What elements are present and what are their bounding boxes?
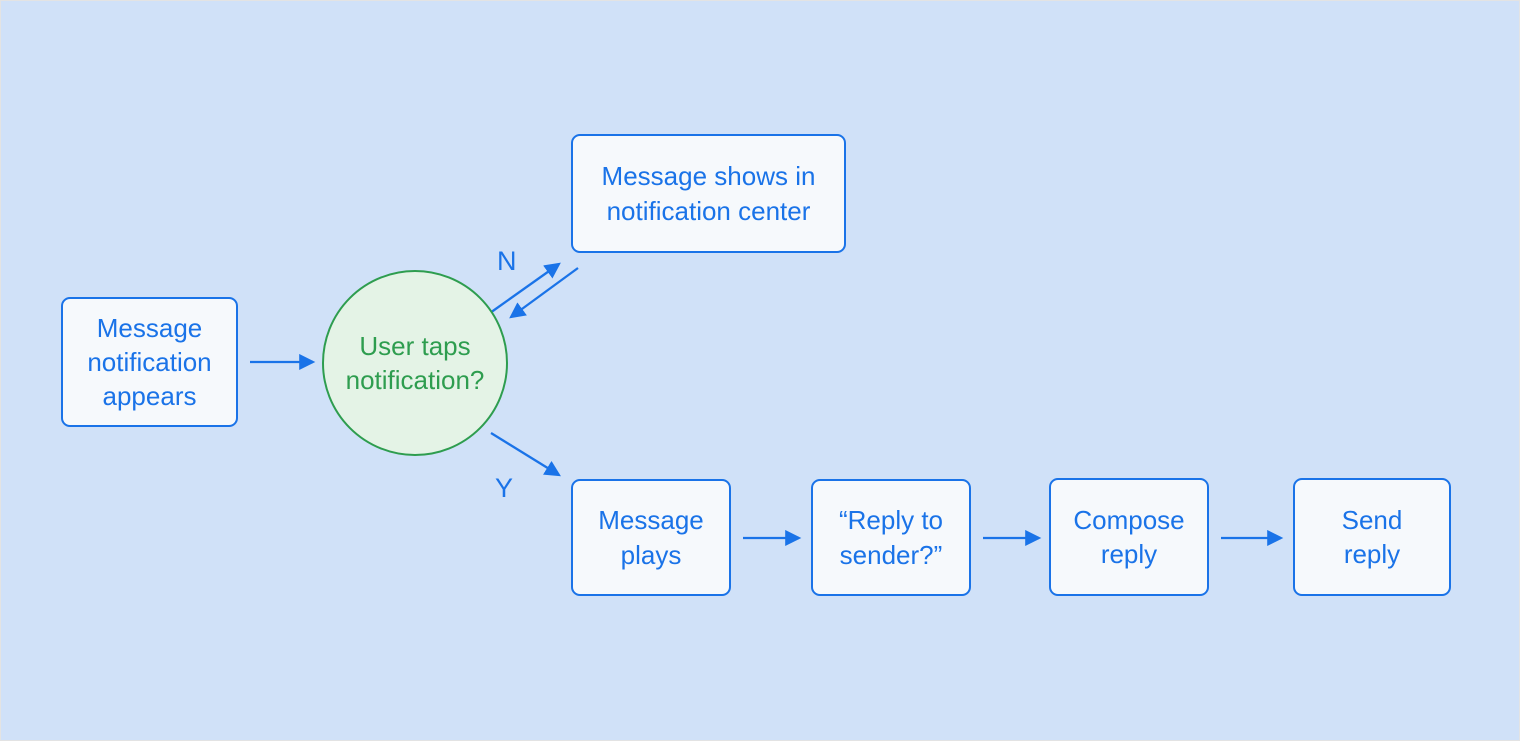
edge-label-yes: Y bbox=[495, 473, 514, 503]
node-send-reply: Send reply bbox=[1293, 478, 1451, 596]
node-label: Message shows in notification center bbox=[601, 161, 816, 226]
node-message-shows-in-notification-center: Message shows in notification center bbox=[571, 134, 846, 253]
node-label: Compose reply bbox=[1073, 504, 1185, 569]
node-label: Message notification appears bbox=[87, 312, 212, 412]
node-label: User taps notification? bbox=[345, 330, 485, 395]
node-message-plays: Message plays bbox=[571, 479, 731, 596]
node-decision-user-taps-notification: User taps notification? bbox=[322, 270, 508, 456]
node-reply-to-sender: “Reply to sender?” bbox=[811, 479, 971, 596]
node-label: Send reply bbox=[1341, 504, 1403, 569]
edge-notif-center-to-decision bbox=[509, 267, 579, 319]
node-label: Message plays bbox=[598, 505, 704, 570]
node-message-notification-appears: Message notification appears bbox=[61, 297, 238, 427]
edge-decision-to-message-plays bbox=[490, 432, 561, 477]
node-label: “Reply to sender?” bbox=[838, 505, 944, 570]
node-compose-reply: Compose reply bbox=[1049, 478, 1209, 596]
edge-label-no: N bbox=[497, 246, 517, 276]
